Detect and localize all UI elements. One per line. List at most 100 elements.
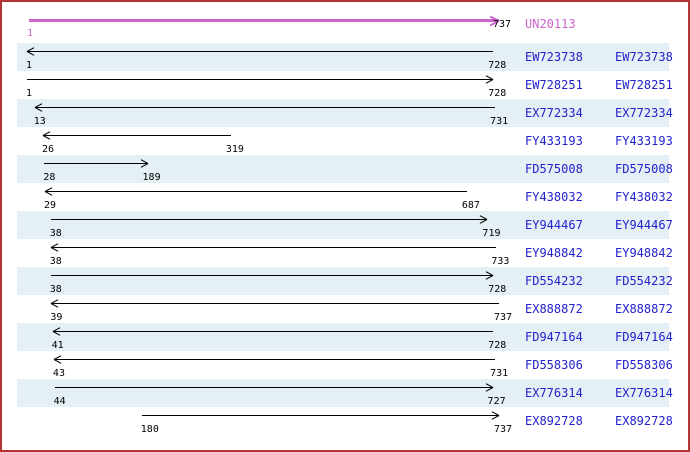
read-end-coord: 737: [493, 311, 513, 323]
read-accession-link-duplicate[interactable]: EW728251: [615, 78, 673, 92]
read-row: 39 737 EX888872 EX888872: [2, 295, 688, 323]
read-end-coord: 731: [490, 115, 509, 127]
read-row: 28 189 FD575008 FD575008: [2, 155, 688, 183]
read-accession-link-duplicate[interactable]: FY433193: [615, 134, 673, 148]
read-row: 38 733 EY948842 EY948842: [2, 239, 688, 267]
read-start-coord: 41: [51, 339, 64, 351]
read-arrowhead-icon: [491, 411, 499, 421]
row-background-band: [17, 211, 669, 239]
read-accession-link[interactable]: EX772334: [525, 106, 583, 120]
read-arrowhead-icon: [54, 355, 62, 365]
read-accession-link-duplicate[interactable]: FD947164: [615, 330, 673, 344]
read-end-coord: 728: [488, 87, 507, 99]
read-accession-link[interactable]: FY433193: [525, 134, 583, 148]
consensus-accession-link[interactable]: UN20113: [525, 17, 576, 31]
read-start-coord: 39: [50, 311, 63, 323]
read-arrow: [52, 331, 494, 332]
read-arrow: [27, 79, 494, 80]
read-accession-link[interactable]: EY944467: [525, 218, 583, 232]
read-accession-link-duplicate[interactable]: EY948842: [615, 246, 673, 260]
read-arrowhead-icon: [53, 327, 61, 337]
read-accession-link[interactable]: EW728251: [525, 78, 583, 92]
read-accession-link[interactable]: FD575008: [525, 162, 583, 176]
read-arrow: [50, 247, 497, 248]
read-accession-link-duplicate[interactable]: FD558306: [615, 358, 673, 372]
read-accession-link[interactable]: FD947164: [525, 330, 583, 344]
read-end-coord: 728: [488, 339, 507, 351]
read-accession-link-duplicate[interactable]: EY944467: [615, 218, 673, 232]
read-accession-link-duplicate[interactable]: EX888872: [615, 302, 673, 316]
read-row: 44 727 EX776314 EX776314: [2, 379, 688, 407]
read-end-coord: 733: [491, 255, 510, 267]
read-row: 13 731 EX772334 EX772334: [2, 99, 688, 127]
read-arrow: [51, 303, 499, 304]
read-start-coord: 44: [53, 395, 66, 407]
read-start-coord: 28: [43, 171, 56, 183]
read-row: 38 719 EY944467 EY944467: [2, 211, 688, 239]
read-accession-link-duplicate[interactable]: FD575008: [615, 162, 673, 176]
read-arrow: [44, 163, 148, 164]
read-row: 41 728 FD947164 FD947164: [2, 323, 688, 351]
read-arrowhead-icon: [27, 47, 35, 57]
read-accession-link-duplicate[interactable]: FD554232: [615, 274, 673, 288]
read-end-coord: 687: [461, 199, 480, 211]
read-arrow: [27, 51, 494, 52]
read-arrow: [34, 107, 496, 108]
read-row: 1 728 EW728251 EW728251: [2, 71, 688, 99]
read-accession-link[interactable]: EX776314: [525, 386, 583, 400]
consensus-start-coord: 1: [27, 28, 34, 39]
read-arrowhead-icon: [51, 243, 59, 253]
read-end-coord: 731: [490, 367, 509, 379]
read-accession-link[interactable]: FD554232: [525, 274, 583, 288]
read-accession-link-duplicate[interactable]: EW723738: [615, 50, 673, 64]
read-row: 43 731 FD558306 FD558306: [2, 351, 688, 379]
read-row: 26 319 FY433193 FY433193: [2, 127, 688, 155]
read-accession-link[interactable]: EX888872: [525, 302, 583, 316]
read-arrowhead-icon: [45, 187, 53, 197]
read-arrow: [141, 415, 499, 416]
read-start-coord: 13: [33, 115, 46, 127]
read-row: 29 687 FY438032 FY438032: [2, 183, 688, 211]
read-arrowhead-icon: [485, 383, 493, 393]
read-arrow: [54, 387, 493, 388]
read-start-coord: 1: [26, 87, 33, 99]
read-accession-link-duplicate[interactable]: EX772334: [615, 106, 673, 120]
read-accession-link[interactable]: FD558306: [525, 358, 583, 372]
read-row: 1 728 EW723738 EW723738: [2, 43, 688, 71]
read-start-coord: 26: [42, 143, 55, 155]
read-arrowhead-icon: [51, 299, 59, 309]
consensus-end-coord: 737: [492, 18, 512, 30]
read-arrow: [50, 275, 494, 276]
read-end-coord: 189: [142, 171, 161, 183]
read-arrowhead-icon: [479, 215, 487, 225]
row-background-band: [17, 379, 669, 407]
read-accession-link[interactable]: FY438032: [525, 190, 583, 204]
read-accession-link-duplicate[interactable]: EX892728: [615, 414, 673, 428]
read-start-coord: 43: [52, 367, 65, 379]
read-arrowhead-icon: [485, 75, 493, 85]
read-start-coord: 180: [140, 423, 159, 435]
read-accession-link-duplicate[interactable]: EX776314: [615, 386, 673, 400]
read-accession-link[interactable]: EY948842: [525, 246, 583, 260]
read-start-coord: 38: [49, 283, 62, 295]
read-arrowhead-icon: [35, 103, 43, 113]
read-accession-link[interactable]: EX892728: [525, 414, 583, 428]
read-start-coord: 38: [49, 227, 62, 239]
read-accession-link[interactable]: EW723738: [525, 50, 583, 64]
read-end-coord: 728: [488, 59, 507, 71]
read-end-coord: 719: [482, 227, 501, 239]
read-arrowhead-icon: [140, 159, 148, 169]
read-arrowhead-icon: [485, 271, 493, 281]
read-end-coord: 727: [487, 395, 506, 407]
consensus-row: 1 737 UN20113: [2, 2, 688, 43]
read-accession-link-duplicate[interactable]: FY438032: [615, 190, 673, 204]
read-arrow: [50, 219, 488, 220]
row-background-band: [17, 99, 669, 127]
read-start-coord: 29: [43, 199, 56, 211]
row-background-band: [17, 323, 669, 351]
read-arrow: [53, 359, 496, 360]
read-end-coord: 737: [493, 423, 513, 435]
read-row: 38 728 FD554232 FD554232: [2, 267, 688, 295]
read-start-coord: 1: [26, 59, 33, 71]
